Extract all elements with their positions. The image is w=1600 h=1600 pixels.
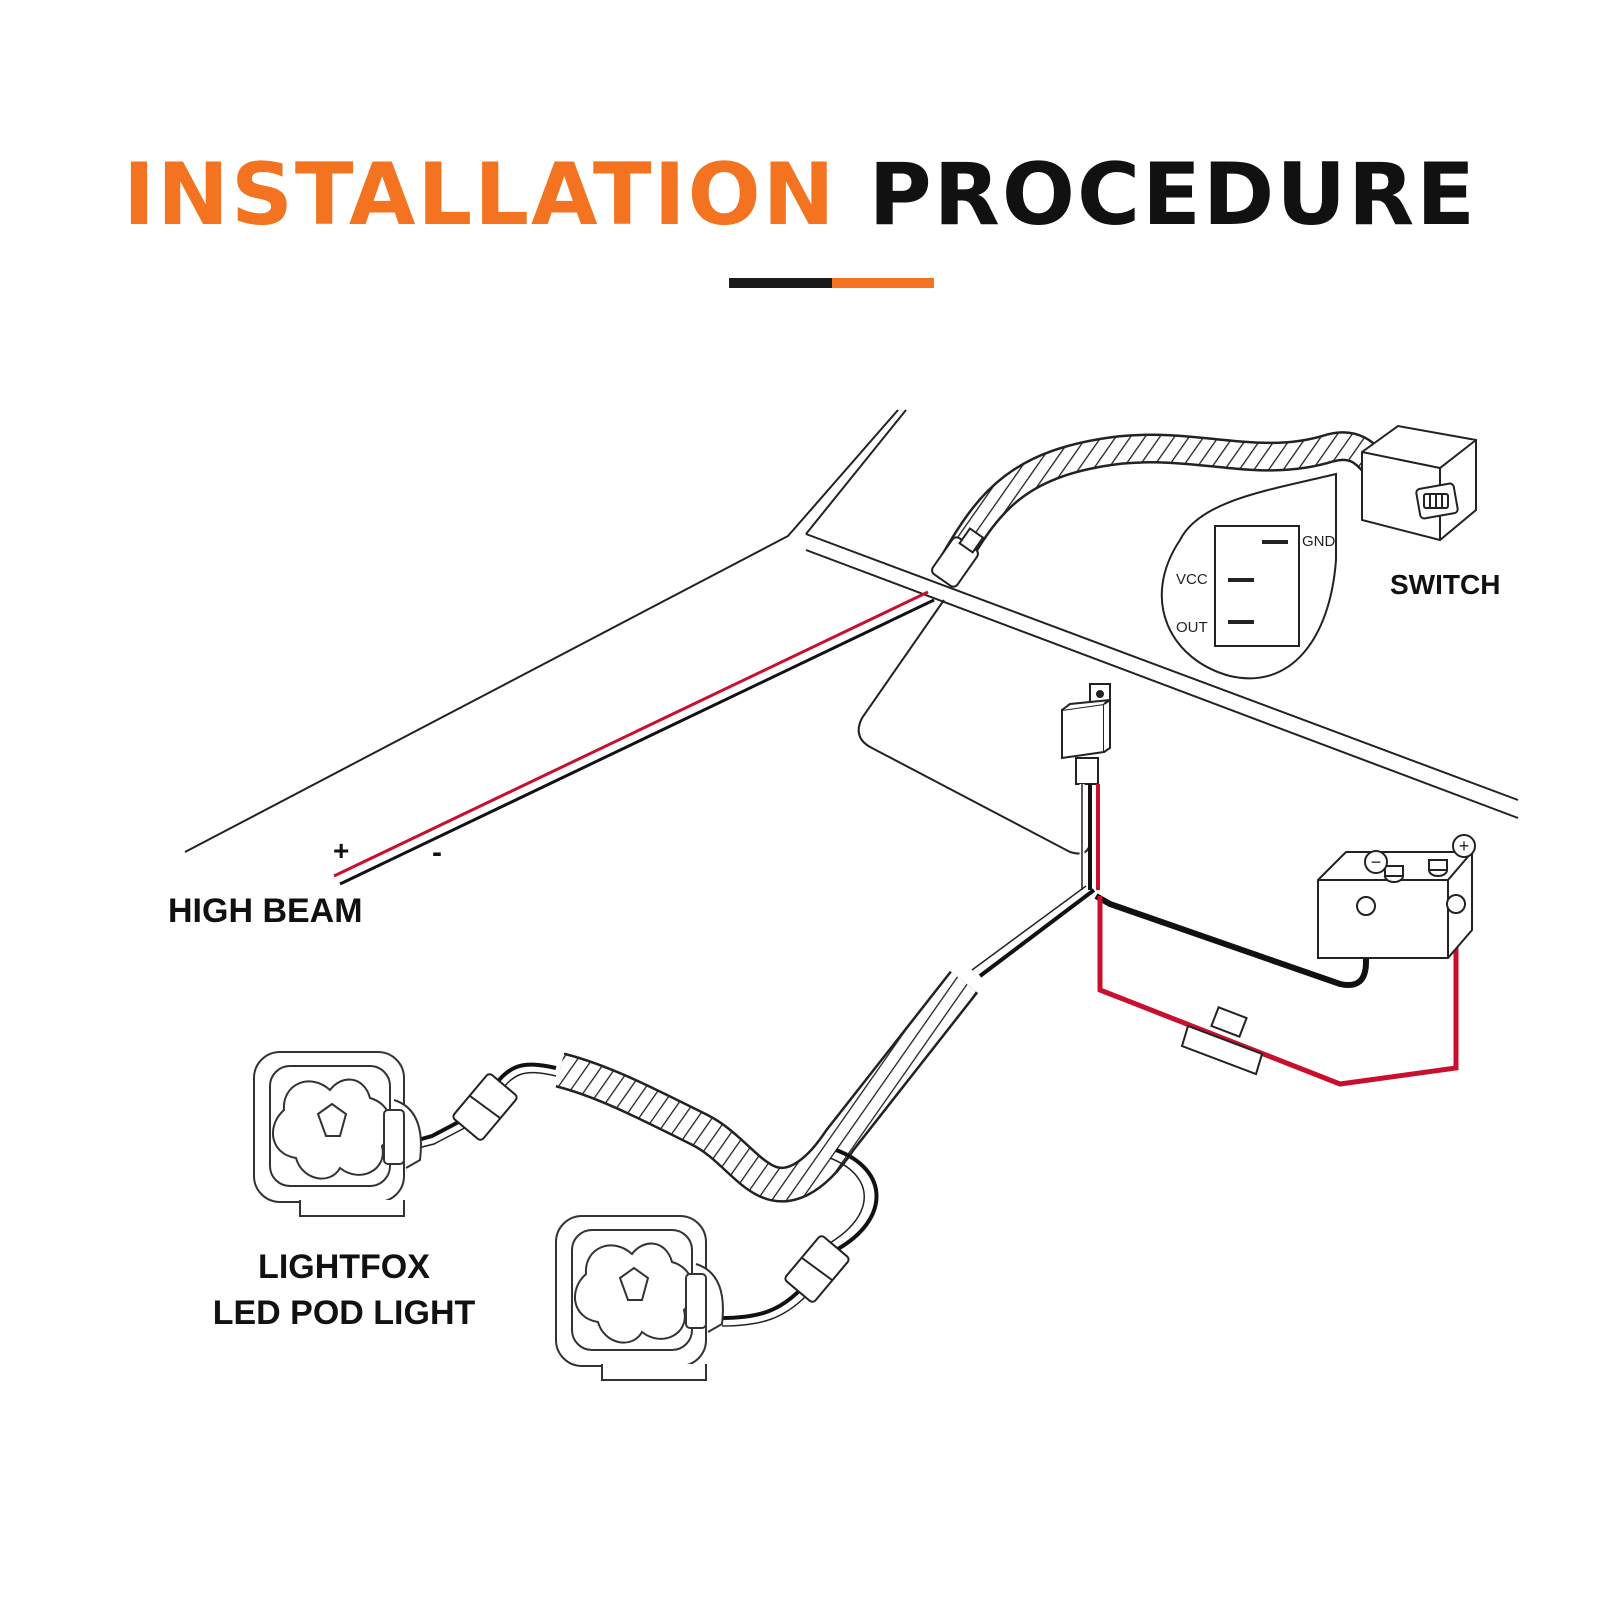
high-beam-plus-label: + [333,835,349,866]
pod-light-2 [555,1215,724,1381]
svg-text:+: + [1459,836,1470,856]
battery [1317,851,1473,959]
rocker-switch [1361,424,1477,542]
inline-fuse [1180,1005,1264,1076]
switch-connector [931,527,985,588]
product-label-line1: LIGHTFOX [258,1248,430,1286]
page-title: INSTALLATION PROCEDURE [0,152,1600,238]
battery-positive-wire [1097,896,1459,1087]
pod2-wires [721,1148,879,1327]
pod1-connector [452,1073,518,1141]
switch-icon [1423,493,1449,509]
pod-light-1 [253,1051,422,1217]
title-underline-orange [832,278,934,288]
relay [1061,683,1111,785]
switch-loom [940,431,1395,575]
switch-label: SWITCH [1390,569,1500,600]
switch-pin-diagram [1160,472,1337,680]
battery-negative-wire [1094,893,1369,988]
relay-wires [1079,784,1100,890]
pin-label-vcc: VCC [1176,571,1208,588]
title-underline-dark [729,278,832,288]
high-beam-wire [333,590,935,886]
high-beam-label: HIGH BEAM [168,892,363,930]
high-beam-minus-label: - [432,836,442,869]
title-highlight: INSTALLATION [122,145,837,245]
pin-label-out: OUT [1176,619,1208,636]
battery-positive-icon: + [1452,834,1476,858]
junction-wires [971,885,1096,978]
product-label-line2: LED POD LIGHT [213,1294,476,1332]
battery-negative-icon: − [1364,850,1388,874]
main-loom [555,970,979,1203]
title-main: PROCEDURE [868,145,1478,245]
pin-label-gnd: GND [1302,533,1336,550]
signal-wire [857,599,1091,855]
pod2-connector [784,1235,850,1303]
svg-text:−: − [1371,852,1382,872]
